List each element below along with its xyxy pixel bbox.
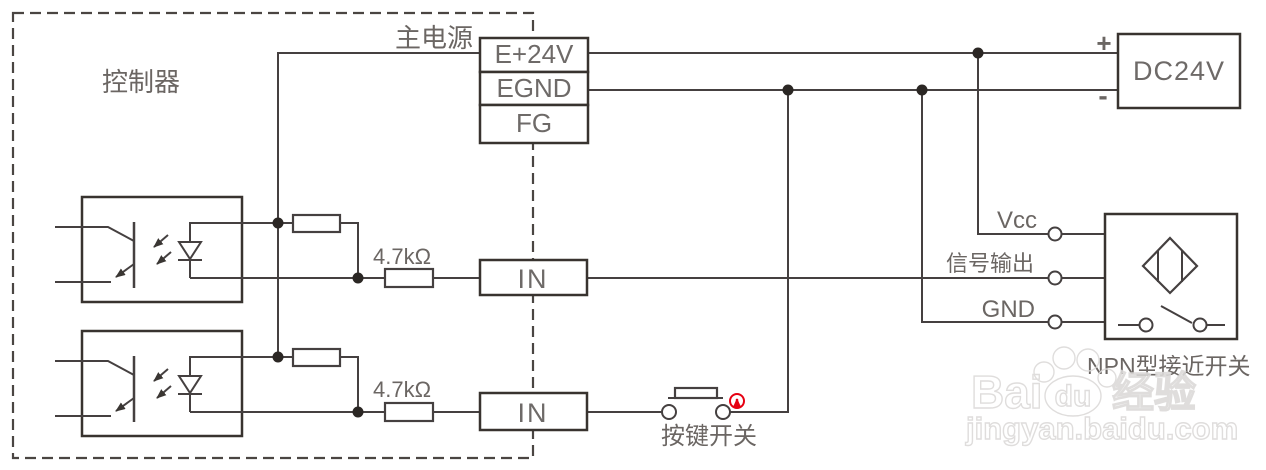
junction-dot xyxy=(972,47,984,59)
vcc-terminal xyxy=(1047,226,1063,242)
gnd-terminal xyxy=(1047,314,1063,330)
resistor-value: 4.7kΩ xyxy=(373,244,431,269)
wire-button-to-egnd xyxy=(730,90,789,413)
dc24v-label: DC24V xyxy=(1133,56,1225,86)
minus-sign: - xyxy=(1098,80,1107,111)
watermark-brand-cjk: 经验 xyxy=(1112,369,1196,416)
controller-label: 控制器 xyxy=(102,67,180,97)
switch-contact xyxy=(1192,317,1208,333)
push-button-label: 按键开关 xyxy=(661,423,757,450)
in-port-label: IN xyxy=(518,398,549,428)
button-contact xyxy=(715,404,731,420)
terminal-fg xyxy=(478,103,590,145)
dc24v-box xyxy=(1116,32,1242,110)
in-port-label: IN xyxy=(518,264,549,294)
npn-sensor-label: NPN型接近开关 xyxy=(1087,353,1251,379)
proximity-sensor-chords xyxy=(1157,250,1183,282)
watermark: Bai du 经验 jingyan.baidu.com xyxy=(964,346,1239,447)
terminal-label: E+24V xyxy=(495,39,574,69)
watermark-brand-latin: Bai xyxy=(971,366,1043,418)
button-cap xyxy=(673,386,719,400)
terminal-block: E+24V EGND FG xyxy=(478,36,590,145)
watermark-url: jingyan.baidu.com xyxy=(965,411,1238,446)
in-port-2 xyxy=(478,391,589,432)
switch-contact xyxy=(1138,317,1154,333)
wire-vcc-drop xyxy=(977,53,1048,235)
main-power-label: 主电源 xyxy=(395,23,473,53)
wire-gnd-drop xyxy=(921,90,1048,323)
gnd-pin-label: GND xyxy=(982,296,1035,323)
terminal-label: FG xyxy=(516,108,552,138)
wire-24v-bus xyxy=(277,52,480,357)
push-button-switch xyxy=(661,386,745,420)
in-port-1 xyxy=(478,258,589,297)
proximity-sensor-icon xyxy=(1141,236,1199,295)
signal-pin-label: 信号输出 xyxy=(946,251,1034,276)
junction-dot xyxy=(916,84,928,96)
plus-sign: + xyxy=(1096,28,1111,58)
resistor-value: 4.7kΩ xyxy=(373,377,431,402)
signal-terminal xyxy=(1047,270,1063,286)
controller-boundary xyxy=(11,11,535,460)
junction-dot xyxy=(782,84,794,96)
npn-proximity-switch xyxy=(1047,212,1239,341)
baidu-paw-icon xyxy=(1044,375,1102,417)
switch-lever xyxy=(1160,305,1193,324)
vcc-pin-label: Vcc xyxy=(997,207,1037,234)
button-contact xyxy=(661,404,677,420)
terminal-label: EGND xyxy=(496,73,571,103)
terminal-e24v xyxy=(478,36,590,74)
dc24v-supply: DC24V + - xyxy=(1096,28,1242,111)
watermark-brand-paw-text: du xyxy=(1055,380,1092,413)
